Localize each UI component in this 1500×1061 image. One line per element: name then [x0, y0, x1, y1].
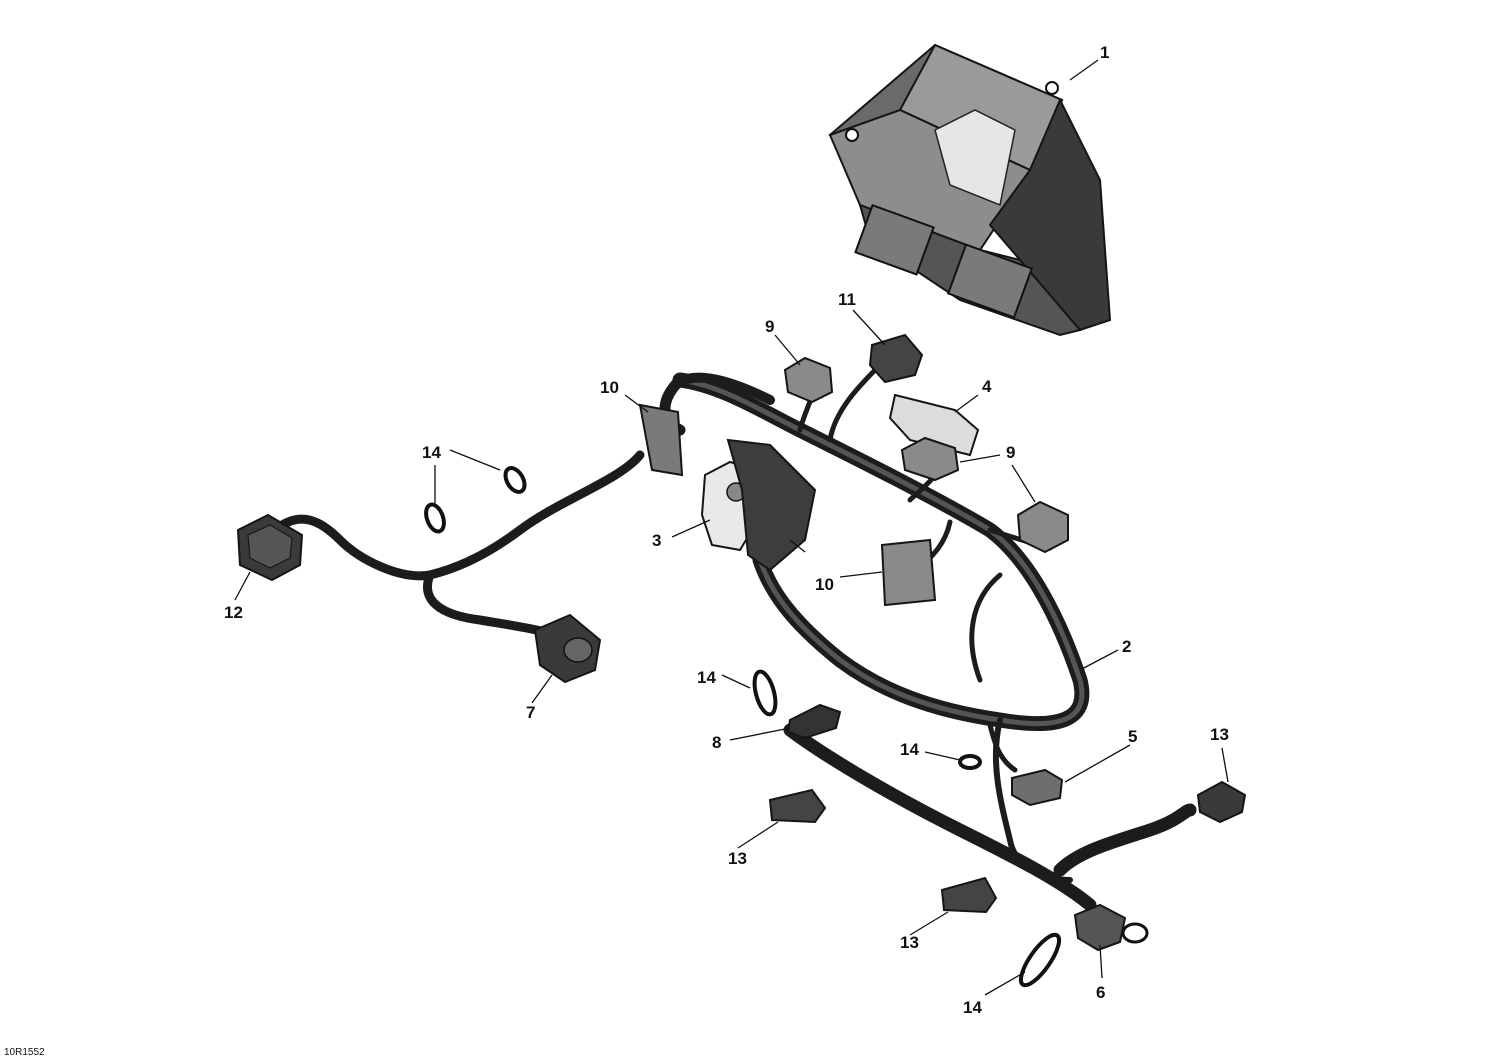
callout-9-right: 9 [1006, 443, 1015, 462]
callout-14-bottom: 14 [963, 998, 982, 1017]
callout-7: 7 [526, 703, 535, 722]
callout-6: 6 [1096, 983, 1105, 1002]
connector-10-left [638, 403, 684, 477]
callout-12: 12 [224, 603, 243, 622]
callout-14-mid: 14 [697, 668, 716, 687]
clip-13-bottom [940, 876, 998, 914]
callout-2: 2 [1122, 637, 1131, 656]
callout-13-bottom: 13 [900, 933, 919, 952]
callout-14-top: 14 [422, 443, 441, 462]
leader-lines [234, 59, 1229, 996]
connector-9-mid [900, 436, 960, 482]
connector-5 [1011, 768, 1064, 807]
callout-13-left: 13 [728, 849, 747, 868]
component-4 [888, 393, 980, 457]
tie-14-loops [424, 466, 1062, 988]
connector-11 [868, 333, 924, 384]
connector-10-lower [880, 538, 937, 607]
connector-7 [533, 613, 602, 684]
connector-6 [1073, 903, 1149, 952]
clip-13-left [768, 788, 827, 824]
callout-14-center: 14 [900, 740, 919, 759]
sensor-3 [700, 438, 817, 572]
callout-1: 1 [1100, 43, 1109, 62]
diagram-code: 10R1552 [4, 1047, 45, 1058]
callout-5: 5 [1128, 727, 1137, 746]
connector-9-top [783, 356, 834, 404]
connector-8 [786, 703, 842, 740]
connector-12 [236, 513, 304, 582]
callout-4: 4 [982, 377, 992, 396]
callout-9-top: 9 [765, 317, 774, 336]
connector-9-right [1016, 500, 1069, 554]
clip-13-right [1196, 780, 1247, 824]
callout-labels: 1 2 3 4 5 6 7 8 9 9 10 10 11 12 13 13 13… [224, 43, 1229, 1017]
callout-10-left: 10 [600, 378, 619, 397]
callout-11: 11 [838, 290, 856, 309]
callout-3: 3 [652, 531, 661, 550]
callout-10-lower: 10 [815, 575, 834, 594]
ecm-module [828, 43, 1112, 337]
callout-13-right: 13 [1210, 725, 1229, 744]
callout-8: 8 [712, 733, 721, 752]
